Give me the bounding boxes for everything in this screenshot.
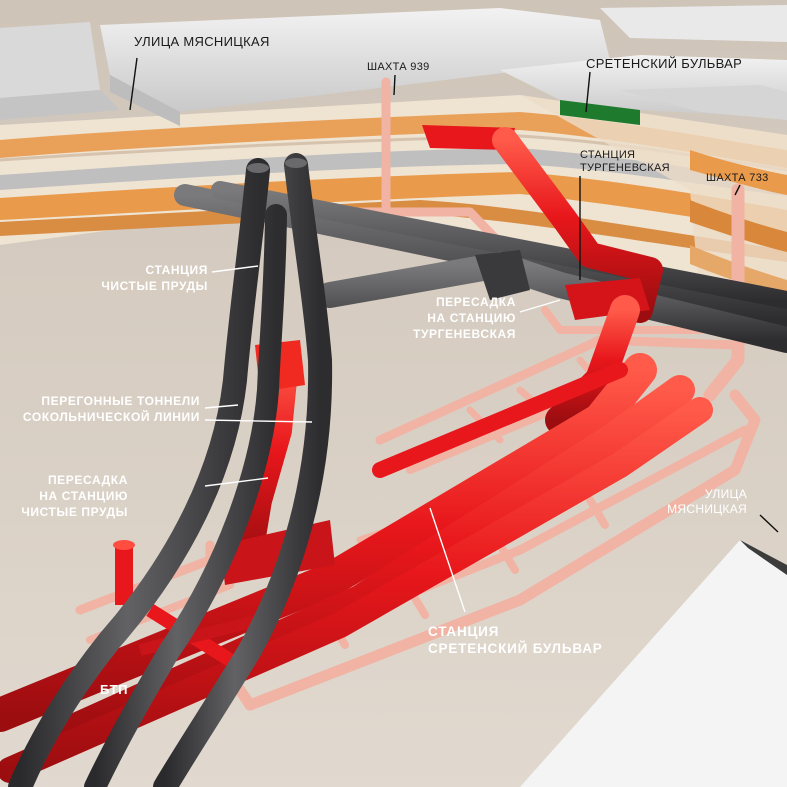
label-sretensky-2: СРЕТЕНСКИЙ БУЛЬВАР — [428, 641, 603, 656]
label-chistye-2: ЧИСТЫЕ ПРУДЫ — [101, 279, 208, 293]
label-turgenevskaya-1: СТАНЦИЯ — [580, 149, 635, 161]
label-transfer-turg-2: НА СТАНЦИЮ — [427, 311, 516, 325]
label-transfer-chist-2: НА СТАНЦИЮ — [39, 489, 128, 503]
red-station-structures — [0, 125, 713, 783]
shaft-733-pipe — [703, 183, 745, 402]
label-transfer-turg-1: ПЕРЕСАДКА — [436, 295, 516, 309]
label-chistye-1: СТАНЦИЯ — [146, 263, 209, 277]
surface-slab — [520, 540, 787, 787]
shaft-939-pipe — [355, 77, 500, 243]
label-turgenevskaya-2: ТУРГЕНЕВСКАЯ — [580, 162, 670, 174]
label-tunnels-2: СОКОЛЬНИЧЕСКОЙ ЛИНИИ — [23, 409, 200, 424]
label-shaft-733: ШАХТА 733 — [706, 172, 769, 184]
label-tunnels-1: ПЕРЕГОННЫЕ ТОННЕЛИ — [41, 394, 200, 408]
label-boulevard-top: СРЕТЕНСКИЙ БУЛЬВАР — [586, 56, 742, 71]
surface-slab-edge — [740, 540, 787, 575]
label-btp: БТП — [100, 682, 128, 697]
label-street-top: УЛИЦА МЯСНИЦКАЯ — [134, 34, 270, 49]
label-transfer-chist-3: ЧИСТЫЕ ПРУДЫ — [21, 505, 128, 519]
label-sretensky-1: СТАНЦИЯ — [428, 624, 499, 639]
labels: УЛИЦА МЯСНИЦКАЯ ШАХТА 939 СРЕТЕНСКИЙ БУЛ… — [21, 34, 768, 697]
surface-buildings — [0, 5, 787, 126]
leader-lines — [129, 57, 779, 613]
sokolnicheskaya-tunnels — [8, 153, 333, 787]
label-shaft-939: ШАХТА 939 — [367, 61, 430, 73]
label-street-right-1: УЛИЦА — [705, 487, 747, 501]
label-transfer-turg-3: ТУРГЕНЕВСКАЯ — [413, 327, 516, 341]
label-transfer-chist-1: ПЕРЕСАДКА — [48, 473, 128, 487]
label-street-right-2: МЯСНИЦКАЯ — [667, 502, 747, 516]
